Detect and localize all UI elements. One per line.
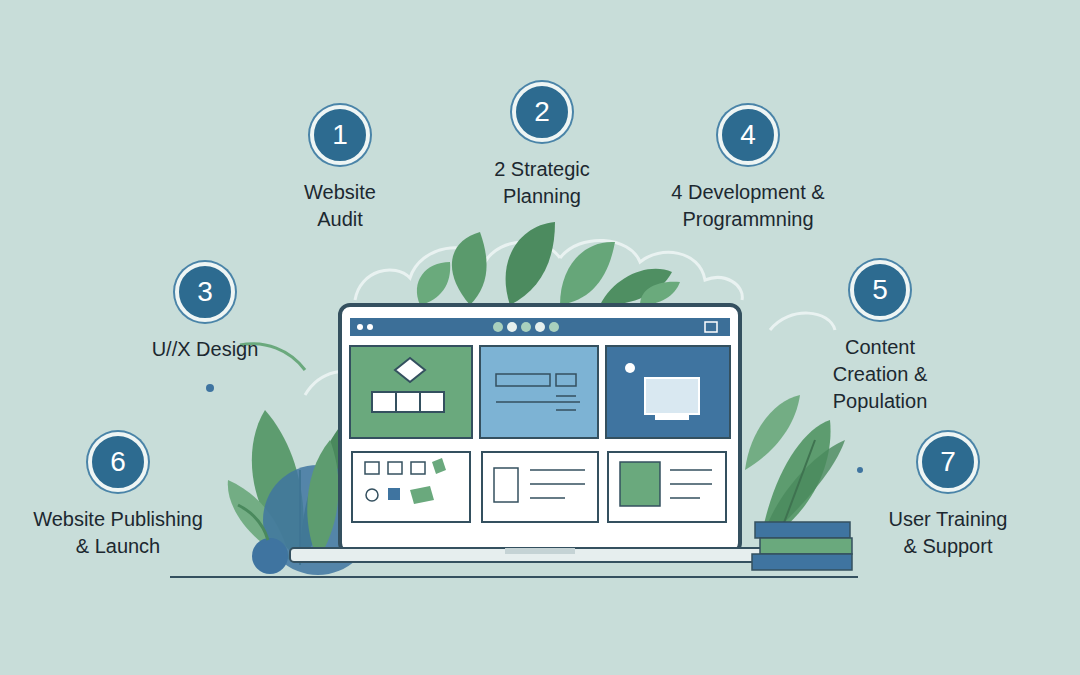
callout-number: 7 — [918, 432, 978, 492]
callout-number: 5 — [850, 260, 910, 320]
step-label: Website Audit — [284, 179, 396, 233]
callout-number: 3 — [175, 262, 235, 322]
dot — [857, 467, 863, 473]
step-marker: 5Content Creation & Population — [819, 260, 941, 415]
step-marker: 3U//X Design — [125, 262, 285, 363]
step-marker: 7User Training & Support — [880, 432, 1016, 560]
step-label: 2 Strategic Planning — [472, 156, 612, 210]
step-label: Content Creation & Population — [819, 334, 941, 415]
step-label: 4 Development & Programmning — [648, 179, 848, 233]
callout-number: 2 — [512, 82, 572, 142]
step-marker: 6Website Publishing & Launch — [25, 432, 211, 560]
back-plants — [417, 222, 680, 305]
book-stack — [752, 522, 852, 570]
callout-number: 1 — [310, 105, 370, 165]
step-label: Website Publishing & Launch — [25, 506, 211, 560]
step-marker: 1Website Audit — [284, 105, 396, 233]
dot — [206, 384, 214, 392]
callout-number: 4 — [718, 105, 778, 165]
step-label: User Training & Support — [880, 506, 1016, 560]
step-marker: 4 4 Development & Programmning — [648, 105, 848, 233]
step-marker: 2 2 Strategic Planning — [472, 82, 612, 210]
step-label: U//X Design — [125, 336, 285, 363]
ground-line — [170, 576, 858, 578]
callout-number: 6 — [88, 432, 148, 492]
pot — [238, 505, 288, 574]
laptop — [290, 305, 790, 562]
